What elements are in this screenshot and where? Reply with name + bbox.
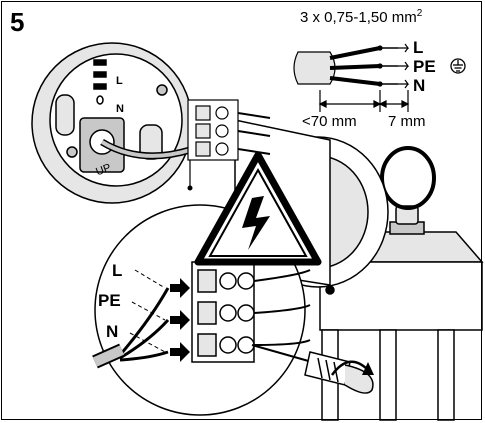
label-top-earth: PE — [413, 57, 436, 76]
socket-screw-bottom — [66, 146, 78, 158]
label-detail-earth: PE — [98, 291, 121, 310]
terminal-block-small — [187, 99, 239, 161]
label-top-live: L — [413, 38, 424, 57]
high-voltage-warning-icon — [194, 151, 322, 266]
hanging-ring — [380, 146, 436, 210]
socket-label-neutral: N — [116, 103, 124, 115]
dimension-sheath-strip: <70 mm — [302, 113, 357, 130]
post-right — [437, 329, 455, 421]
housing-body — [319, 261, 483, 331]
terminal-block-large — [191, 261, 255, 363]
dimension-wire-strip: 7 mm — [388, 113, 426, 130]
label-detail-neutral: N — [106, 322, 119, 341]
earth-ground-icon — [450, 58, 466, 74]
cable-spec-superscript: 2 — [416, 8, 423, 19]
screwdriver-icon — [251, 344, 374, 394]
cable-strip-diagram — [293, 43, 410, 112]
socket-screw-top — [156, 84, 168, 96]
label-top-neutral: N — [413, 76, 426, 95]
socket-label-live: L — [116, 75, 123, 87]
cable-spec-text: 3 x 0,75-1,50 mm — [300, 9, 417, 26]
detail-wires — [118, 269, 170, 362]
label-detail-live: L — [112, 261, 123, 280]
post-mid — [379, 329, 397, 421]
step-number: 5 — [10, 7, 25, 37]
cable-spec: 3 x 0,75-1,50 mm2 — [300, 8, 423, 26]
insert-arrows — [170, 278, 190, 362]
